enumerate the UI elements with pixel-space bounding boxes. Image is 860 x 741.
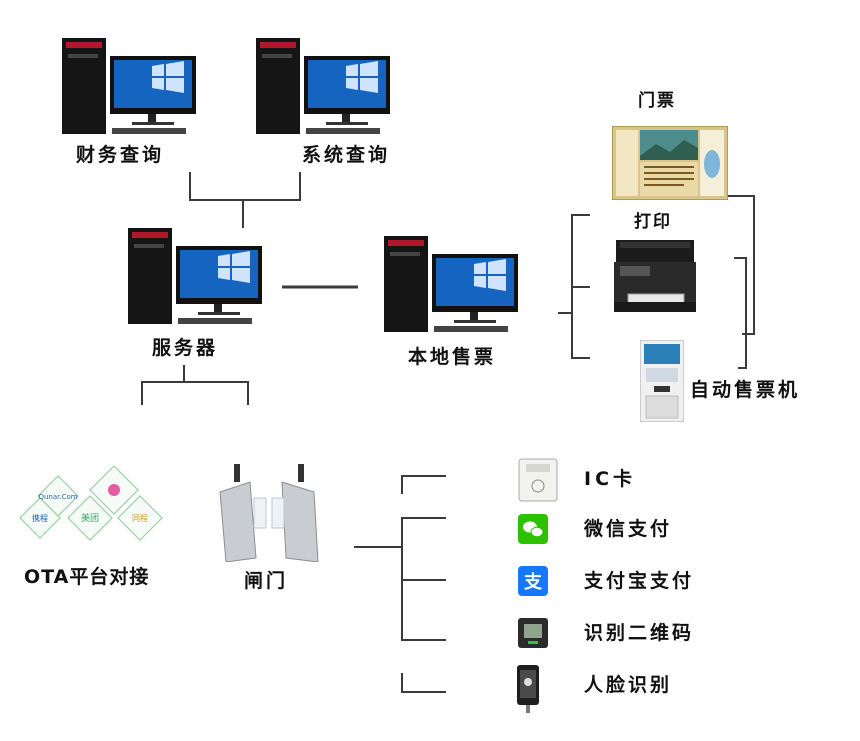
ota-logo-ctrip: 携程 — [32, 513, 48, 523]
ota-logo-meituan: 美团 — [81, 512, 99, 524]
finance-query-computer — [60, 38, 200, 142]
qr-scanner-icon — [518, 618, 548, 652]
ticket-label: 门票 — [638, 91, 676, 111]
server-label: 服务器 — [152, 337, 219, 359]
system-query-computer — [254, 38, 394, 142]
vending-machine-image — [639, 339, 685, 426]
svg-text:支: 支 — [523, 571, 543, 593]
ota-label: OTA平台对接 — [24, 566, 150, 588]
vending-machine-label: 自动售票机 — [690, 379, 801, 401]
local-ticketing-label: 本地售票 — [408, 346, 497, 368]
payment-wechat-label: 微信支付 — [584, 518, 673, 540]
face-recognition-icon — [516, 664, 542, 718]
wechat-icon — [518, 514, 548, 548]
ota-logo-tongcheng: 同程 — [132, 514, 148, 523]
alipay-icon: 支 — [518, 566, 548, 600]
ota-logos: Qunar.Com 携程 美团 同程 — [18, 465, 168, 562]
ic-card-reader-icon — [518, 458, 558, 506]
payment-qr-label: 识别二维码 — [584, 622, 695, 644]
payment-ic-card-label: IC卡 — [584, 468, 637, 490]
print-label: 打印 — [634, 212, 672, 232]
printer-image — [612, 236, 698, 320]
local-ticketing-computer — [382, 236, 522, 340]
ota-logo-qunar: Qunar.Com — [38, 493, 77, 501]
finance-query-label: 财务查询 — [76, 144, 165, 166]
payment-face-label: 人脸识别 — [584, 674, 673, 696]
system-query-label: 系统查询 — [302, 144, 391, 166]
ticket-image — [611, 125, 729, 204]
gate-label: 闸门 — [244, 570, 289, 592]
server-computer — [126, 228, 266, 332]
payment-alipay-label: 支付宝支付 — [584, 570, 695, 592]
gate-image — [214, 458, 324, 566]
